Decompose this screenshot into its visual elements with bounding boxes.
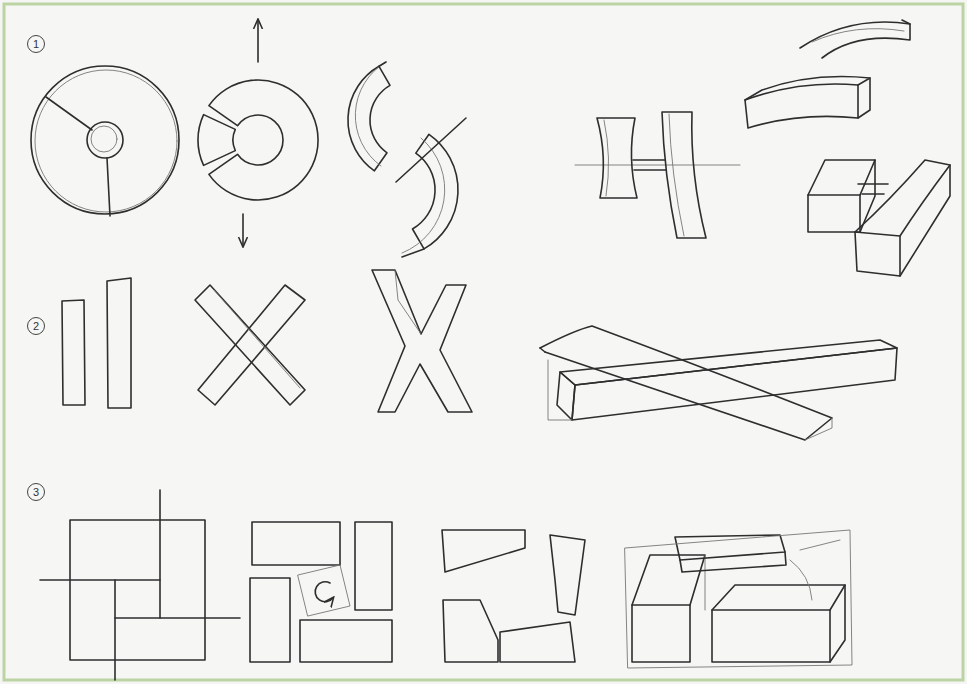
curved-blocks-sketch-stroke — [800, 22, 910, 58]
crossing-beams-sketch-stroke — [540, 348, 545, 352]
ring-sketch-stroke — [31, 66, 179, 214]
h-shape-sketch-stroke — [597, 118, 637, 198]
crossing-beams-sketch-stroke — [557, 372, 575, 420]
h-shape-sketch-stroke — [662, 112, 706, 238]
h-blocks-sketch-stroke — [855, 232, 900, 276]
interlocked-arcs-sketch-stroke — [355, 62, 386, 166]
callout-number: 3 — [27, 483, 45, 501]
stacked-blocks-sketch-stroke — [790, 540, 840, 600]
pinwheel-square-sketch-stroke — [114, 580, 116, 680]
row-three-sketches — [40, 490, 852, 680]
separated-pieces-sketch — [250, 522, 392, 662]
separated-pieces-sketch-stroke — [250, 578, 290, 662]
ring-sketch-stroke — [107, 158, 110, 216]
h-shape-sketch — [575, 112, 740, 238]
interlocked-arcs-sketch-stroke — [402, 138, 445, 253]
crossing-beams-sketch-stroke — [805, 418, 832, 440]
split-ring-sketch — [198, 20, 318, 246]
interlocked-arcs-sketch-stroke — [413, 134, 459, 249]
h-shape-sketch-stroke — [634, 169, 666, 171]
stacked-blocks-sketch — [625, 530, 852, 668]
parallel-bars-sketch-stroke — [107, 278, 131, 408]
curved-blocks-sketch-stroke — [812, 29, 904, 42]
callout-number: 1 — [27, 35, 45, 53]
separated-pieces-sketch-stroke — [252, 522, 340, 565]
interlocked-arcs-sketch-stroke — [379, 62, 386, 66]
ring-sketch-stroke — [91, 126, 117, 152]
h-shape-sketch-stroke — [633, 159, 665, 161]
split-ring-sketch-stroke — [198, 115, 235, 166]
fused-x-sketch-stroke — [395, 270, 421, 334]
cut-pieces-sketch-stroke — [443, 600, 498, 662]
ring-sketch-stroke — [35, 70, 177, 212]
crossing-beams-sketch-stroke — [540, 326, 832, 440]
fused-x-sketch-stroke — [372, 270, 472, 412]
cut-pieces-sketch-stroke — [550, 535, 585, 615]
stacked-blocks-sketch-stroke — [830, 585, 845, 662]
crossing-beams-sketch-stroke — [572, 348, 897, 420]
cut-pieces-sketch-stroke — [442, 530, 525, 572]
cut-pieces-sketch-stroke — [500, 622, 575, 662]
separated-pieces-sketch-stroke — [315, 582, 333, 602]
pinwheel-square-sketch — [40, 490, 240, 680]
stacked-blocks-sketch-stroke — [632, 605, 690, 662]
crossed-bars-sketch-stroke — [214, 290, 300, 388]
row-one-sketches — [31, 20, 950, 276]
cut-pieces-sketch — [442, 530, 585, 662]
crossing-beams-sketch-stroke — [548, 360, 572, 420]
h-blocks-sketch — [808, 160, 950, 276]
h-blocks-sketch-stroke — [862, 193, 884, 195]
stacked-blocks-sketch-stroke — [675, 535, 785, 560]
parallel-bars-sketch-stroke — [62, 300, 85, 405]
separated-pieces-sketch-stroke — [355, 522, 392, 610]
fused-x-sketch — [372, 270, 472, 412]
crossed-bars-sketch-stroke — [198, 285, 305, 405]
interlocked-arcs-sketch-stroke — [396, 118, 466, 182]
stacked-blocks-sketch-stroke — [712, 585, 845, 610]
curved-blocks-sketch-stroke — [745, 77, 870, 101]
pinwheel-square-sketch-stroke — [70, 520, 205, 660]
interlocked-arcs-sketch-stroke — [402, 249, 424, 257]
callout-number: 2 — [27, 317, 45, 335]
stacked-blocks-sketch-stroke — [625, 530, 852, 668]
h-shape-sketch-stroke — [575, 165, 740, 166]
separated-pieces-sketch-stroke — [298, 565, 350, 616]
crossed-bars-sketch-stroke — [195, 285, 305, 405]
pinwheel-square-sketch-stroke — [40, 579, 160, 581]
h-blocks-sketch-stroke — [858, 183, 888, 185]
h-shape-sketch-stroke — [669, 114, 684, 236]
crossed-bars-sketch — [195, 285, 305, 405]
split-ring-sketch-stroke — [209, 80, 318, 200]
sheet-frame — [4, 4, 963, 680]
h-blocks-sketch-stroke — [808, 160, 875, 195]
h-blocks-sketch-stroke — [900, 165, 950, 276]
ring-sketch-stroke — [46, 97, 92, 130]
h-blocks-sketch-stroke — [808, 195, 860, 232]
row-two-sketches — [62, 270, 897, 440]
stacked-blocks-sketch-stroke — [680, 552, 786, 572]
stacked-blocks-sketch-stroke — [632, 555, 705, 605]
h-shape-sketch-stroke — [604, 120, 609, 196]
split-ring-sketch-stroke — [242, 214, 244, 246]
pinwheel-square-sketch-stroke — [115, 617, 240, 619]
h-blocks-sketch-stroke — [855, 160, 950, 236]
curved-blocks-sketch — [745, 20, 910, 128]
crossing-beams-sketch — [540, 326, 897, 440]
separated-pieces-sketch-stroke — [300, 620, 392, 662]
pinwheel-square-sketch-stroke — [159, 490, 161, 618]
split-ring-sketch-stroke — [257, 20, 259, 62]
interlocked-arcs-sketch — [348, 62, 466, 257]
curved-blocks-sketch-stroke — [902, 20, 910, 24]
ring-sketch-stroke — [87, 122, 123, 158]
stacked-blocks-sketch-stroke — [705, 555, 706, 610]
stacked-blocks-sketch-stroke — [712, 610, 830, 662]
ring-sketch — [31, 66, 179, 216]
curved-blocks-sketch-stroke — [858, 78, 870, 118]
parallel-bars-sketch — [62, 278, 131, 408]
